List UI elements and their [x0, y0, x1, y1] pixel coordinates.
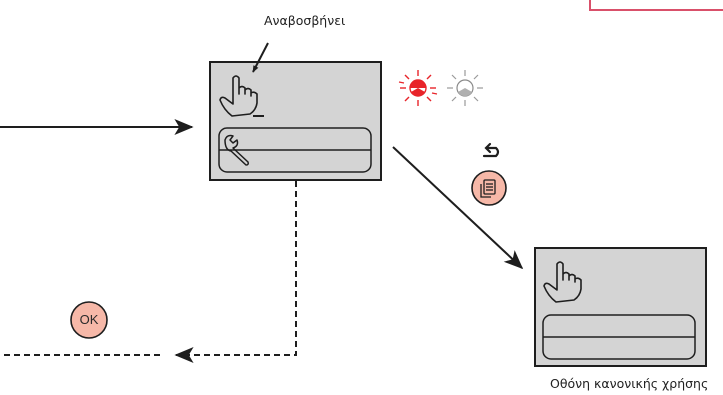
hand-pointer-icon: [219, 75, 258, 117]
to-normal-screen-arrow: [392, 146, 524, 270]
back-arrow-icon: [482, 142, 500, 158]
ok-button[interactable]: [70, 301, 108, 339]
ok-button-label: OK: [79, 312, 99, 327]
normal-screen: [534, 247, 707, 367]
led-white-icon: [447, 70, 483, 106]
menu-button[interactable]: [471, 170, 507, 206]
blink-label: Αναβοσβήνει: [264, 13, 346, 28]
blink-pointer-arrow: [252, 42, 269, 73]
normal-screen-label: Οθόνη κανονικής χρήσης: [550, 376, 709, 391]
hand-pointer-icon: [543, 261, 582, 303]
return-dashed-path: [174, 181, 297, 363]
menu-document-icon: [480, 179, 496, 198]
wrench-icon: [224, 134, 249, 166]
corner-frame: [589, 0, 723, 11]
led-blinking-red-icon: [398, 70, 438, 106]
configuration-screen: [209, 61, 382, 181]
